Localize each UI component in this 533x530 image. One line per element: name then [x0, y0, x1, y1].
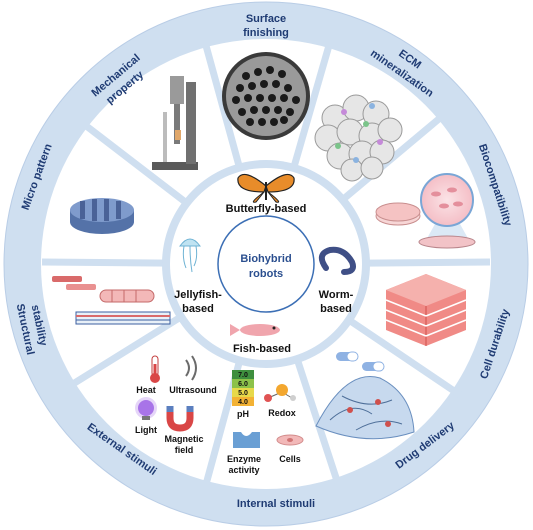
stretched-tissue-icon [76, 312, 170, 324]
ph-label: pH [237, 409, 249, 419]
enzyme-label-line1: Enzyme [227, 454, 261, 464]
center-title-line1: Biohybrid [240, 253, 291, 265]
center-title-line2: robots [249, 268, 283, 280]
porous-disc-icon [222, 52, 310, 140]
ph-scale-6: 6.0 [238, 381, 248, 388]
redox-label: Redox [268, 408, 296, 418]
ultrasound-label: Ultrasound [169, 385, 217, 395]
label-fish-based: Fish-based [233, 343, 291, 355]
label-butterfly-based: Butterfly-based [226, 203, 307, 215]
magnetic-label-line2: field [175, 445, 194, 455]
ph-scale-5: 5.0 [238, 390, 248, 397]
label-worm-line1: Worm- [319, 289, 354, 301]
ph-scale-icon: 7.0 6.0 5.0 4.0 [232, 370, 254, 406]
light-label: Light [135, 425, 157, 435]
enzyme-icon [233, 432, 260, 448]
heat-label: Heat [136, 385, 156, 395]
magnetic-label-line1: Magnetic [164, 434, 203, 444]
label-surface-finishing-line2: finishing [243, 27, 289, 39]
label-jellyfish-line1: Jellyfish- [174, 289, 222, 301]
label-jellyfish-line2: based [182, 303, 214, 315]
ph-scale-7: 7.0 [238, 372, 248, 379]
thermometer-icon [150, 356, 160, 383]
enzyme-label-line2: activity [228, 465, 259, 475]
label-worm-line2: based [320, 303, 352, 315]
label-internal-stimuli: Internal stimuli [237, 498, 315, 510]
petri-dish-icon [376, 203, 420, 225]
micropattern-disc-icon [70, 198, 134, 234]
cells-icon [277, 435, 303, 445]
cells-label: Cells [279, 454, 301, 464]
ph-scale-4: 4.0 [238, 399, 248, 406]
label-surface-finishing-line1: Surface [246, 13, 286, 25]
